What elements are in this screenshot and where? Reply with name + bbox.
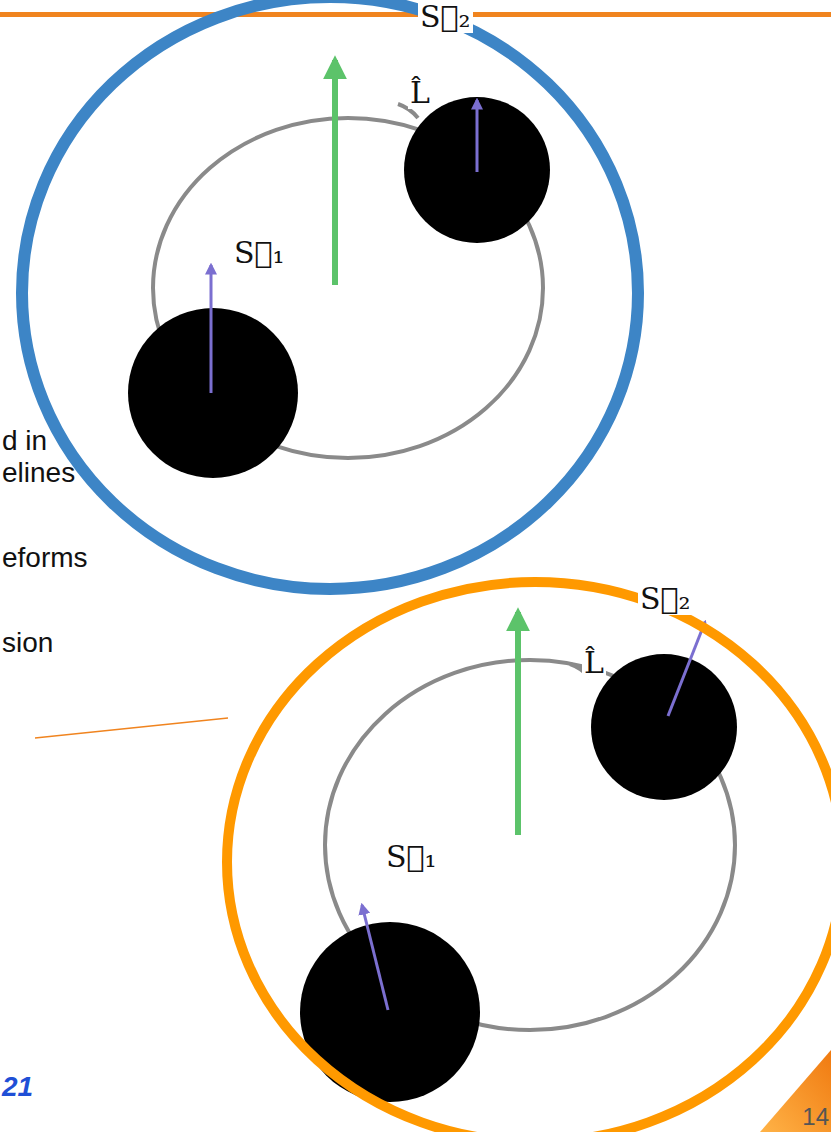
leader-line [35,718,228,738]
black-hole [128,308,298,478]
black-hole [404,97,550,243]
momentum-label: L̂ [582,646,606,679]
corner-decoration [760,1050,831,1132]
spin-arrow [362,905,388,1010]
spin-arrow [668,622,705,716]
footer-text: 21 [2,1072,33,1103]
spin-label: S⃗₂ [638,582,693,615]
spin-arrow [210,265,213,393]
body-text: sion [2,628,53,659]
precessing-spin-diagram [227,582,831,1132]
spin-label: S⃗₁ [232,236,287,269]
spin-label: S⃗₁ [384,840,439,873]
momentum-label: L̂ [408,76,432,109]
aligned-spin-diagram [22,0,638,589]
body-text: eforms [2,543,88,574]
body-text: d in [2,426,47,457]
angular-momentum-arrow [515,612,521,835]
angular-momentum-arrow [332,60,338,285]
spin-label: S⃗₂ [418,0,473,33]
highlight-circle [22,0,638,589]
highlight-circle [227,582,831,1132]
black-hole [300,922,480,1102]
body-text: elines [2,458,75,489]
slide-number: 14 [802,1104,829,1130]
spin-arrow [476,100,479,172]
black-hole [591,654,737,800]
